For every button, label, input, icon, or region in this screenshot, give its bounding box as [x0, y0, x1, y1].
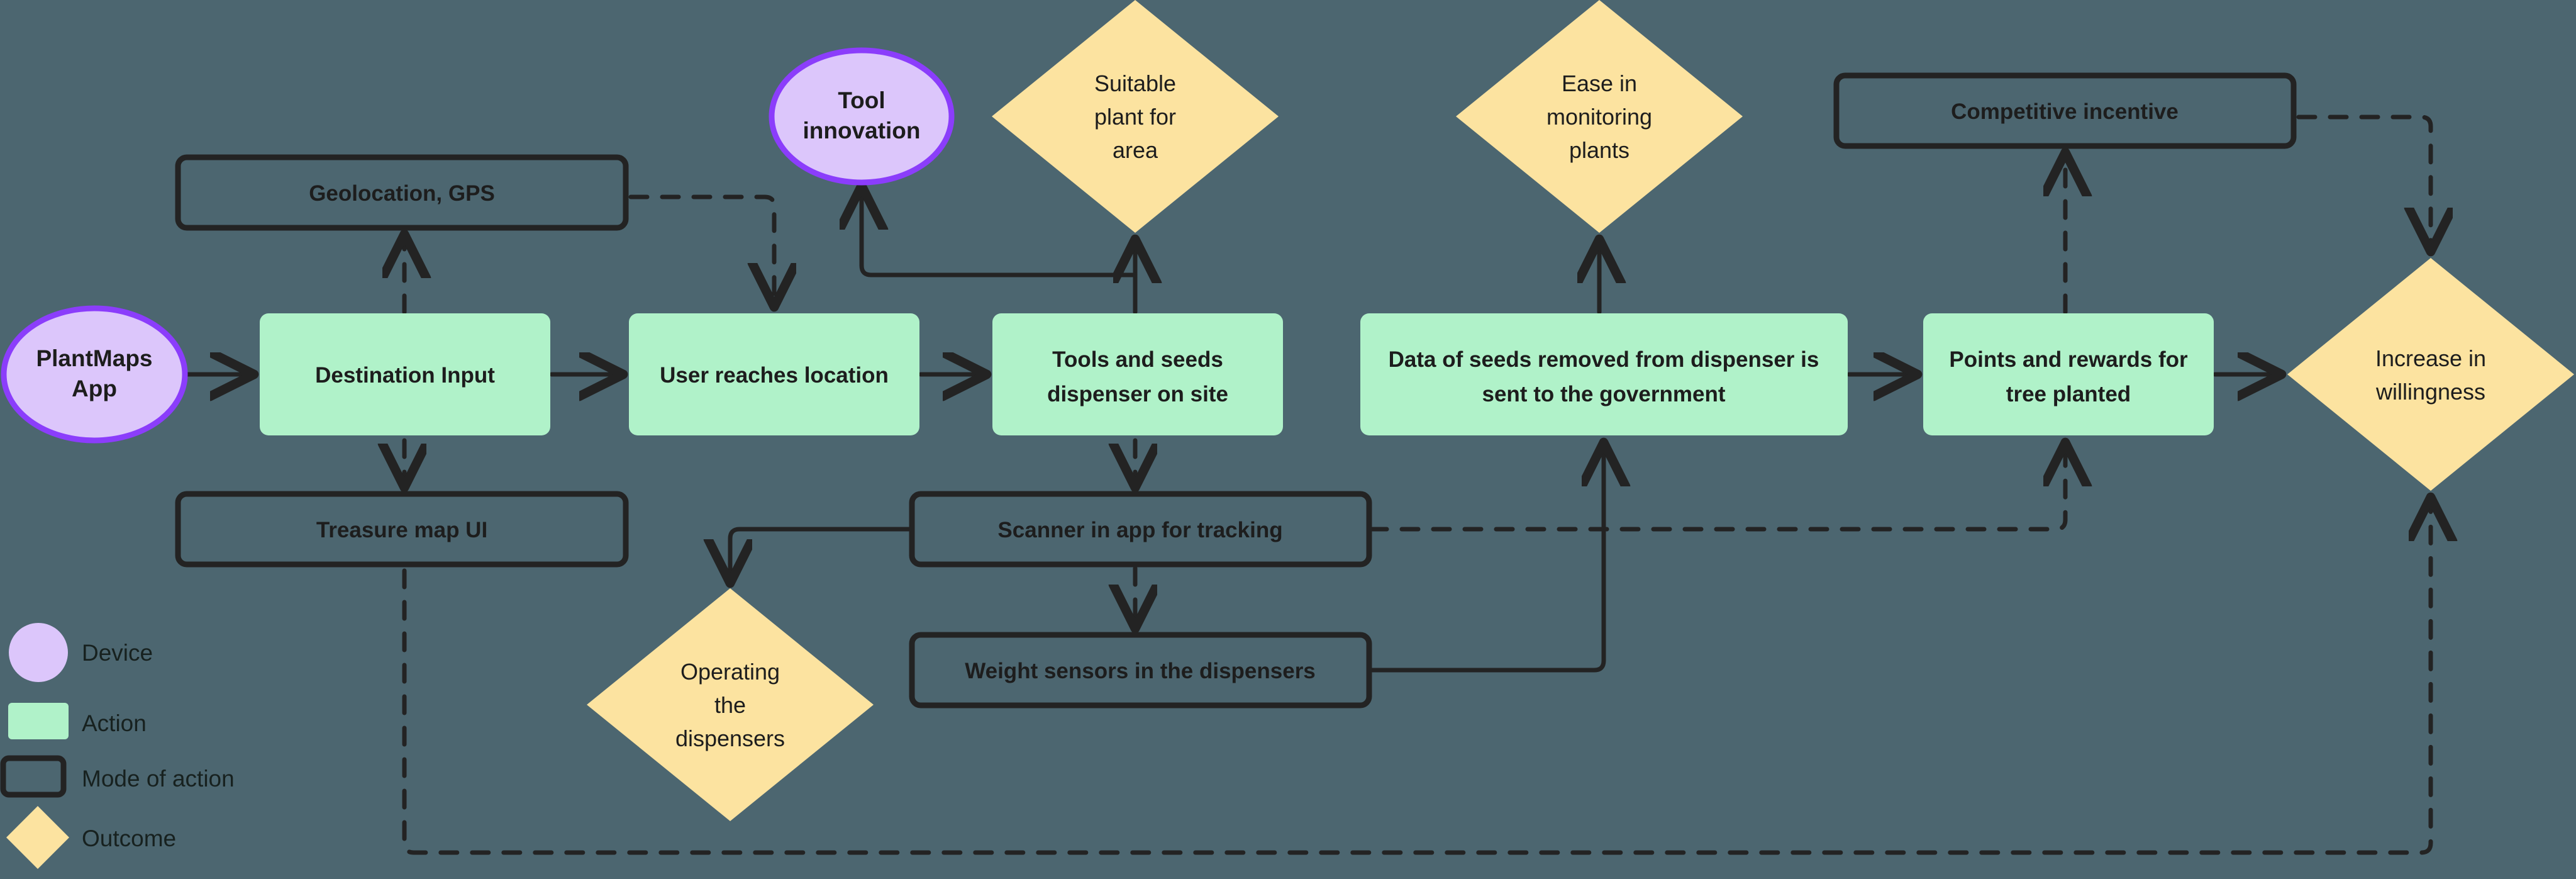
mode-rect — [909, 491, 1372, 568]
node-label-line: area — [1113, 137, 1158, 163]
node-label-line: Scanner in app for tracking — [997, 518, 1282, 542]
edge-treasure-to-willingness — [402, 497, 2431, 855]
node-ease-in-monitoring-plants[interactable]: Ease in monitoring plants — [1456, 0, 1743, 233]
node-suitable-plant-for-area[interactable]: Suitable plant for area — [992, 0, 1279, 233]
mode-rect — [175, 154, 629, 231]
node-treasure-map-ui[interactable]: Treasure map UI — [175, 491, 629, 568]
node-tool-innovation[interactable]: Tool innovation — [769, 47, 955, 186]
node-label-line: Destination Input — [315, 363, 495, 388]
node-label-line: plant for — [1094, 104, 1176, 130]
node-label-line: willingness — [2375, 379, 2485, 405]
node-label-line: Tools and seeds — [1052, 347, 1223, 372]
node-label-line: monitoring — [1546, 104, 1652, 130]
action-rect — [1923, 313, 2214, 435]
edge-geoloc-to-reaches — [628, 194, 774, 307]
node-label-line: the — [714, 692, 746, 718]
node-geolocation-gps[interactable]: Geolocation, GPS — [175, 154, 629, 231]
node-label-line: plants — [1569, 137, 1629, 163]
outcome-diamond — [587, 588, 874, 821]
node-competitive-incentive[interactable]: Competitive incentive — [1833, 72, 2297, 149]
edge-competitive-to-willingness — [2296, 115, 2431, 252]
legend-action-rect-icon — [8, 703, 69, 739]
device-ellipse — [769, 47, 955, 186]
edge-scanner-to-operating — [730, 527, 913, 583]
node-label-line: User reaches location — [660, 363, 889, 388]
node-label-line: sent to the government — [1482, 382, 1726, 406]
legend-label: Device — [82, 640, 153, 666]
legend: Device Action Mode of action Outcome — [0, 623, 235, 869]
node-label-line: tree planted — [2006, 382, 2131, 406]
node-tools-and-seeds-dispenser[interactable]: Tools and seeds dispenser on site — [992, 313, 1283, 435]
node-label-line: Treasure map UI — [316, 518, 487, 542]
action-rect — [992, 313, 1283, 435]
outcome-diamond — [992, 0, 1279, 233]
outcome-diamond — [1456, 0, 1743, 233]
node-label-line: Data of seeds removed from dispenser is — [1389, 347, 1819, 372]
outcome-diamond — [2287, 258, 2574, 491]
node-label-line: Competitive incentive — [1951, 99, 2179, 124]
edge-weight-to-govdata — [1368, 442, 1604, 673]
node-operating-the-dispensers[interactable]: Operating the dispensers — [587, 588, 874, 821]
mode-rect — [1833, 72, 2297, 149]
legend-item-action: Action — [8, 703, 147, 739]
legend-mode-rect-icon — [0, 755, 67, 798]
node-label-line: Points and rewards for — [1949, 347, 2188, 372]
legend-label: Mode of action — [82, 766, 235, 792]
node-scanner-in-app[interactable]: Scanner in app for tracking — [909, 491, 1372, 568]
legend-item-mode-of-action: Mode of action — [0, 755, 235, 798]
node-label-line: Geolocation, GPS — [309, 181, 495, 206]
legend-device-circle-icon — [9, 623, 68, 682]
legend-item-device: Device — [9, 623, 153, 682]
legend-item-outcome: Outcome — [6, 806, 176, 869]
edge-scanner-to-points — [1368, 442, 2065, 532]
node-label-line: Operating — [680, 659, 780, 685]
node-weight-sensors[interactable]: Weight sensors in the dispensers — [909, 632, 1372, 708]
node-label-line: PlantMaps — [36, 345, 152, 371]
node-government-data[interactable]: Data of seeds removed from dispenser is … — [1360, 313, 1848, 435]
node-increase-in-willingness[interactable]: Increase in willingness — [2287, 258, 2574, 491]
action-rect — [1360, 313, 1848, 435]
node-label-line: Tool — [838, 87, 885, 113]
legend-outcome-diamond-icon — [6, 806, 69, 869]
node-destination-input[interactable]: Destination Input — [260, 313, 550, 435]
legend-label: Outcome — [82, 826, 176, 851]
node-label-line: innovation — [802, 118, 920, 143]
node-points-and-rewards[interactable]: Points and rewards for tree planted — [1923, 313, 2214, 435]
mode-rect — [909, 632, 1372, 708]
edge-dispenser-to-tool-innovation — [862, 186, 1138, 279]
node-label-line: Suitable — [1094, 70, 1176, 96]
node-label-line: dispenser on site — [1047, 382, 1228, 406]
mode-rect — [175, 491, 629, 568]
node-label-line: dispensers — [675, 725, 785, 751]
action-rect — [260, 313, 550, 435]
node-label-line: Increase in — [2375, 345, 2486, 371]
action-rect — [629, 313, 919, 435]
node-label-line: App — [72, 376, 117, 401]
node-label-line: Weight sensors in the dispensers — [965, 659, 1316, 683]
node-user-reaches-location[interactable]: User reaches location — [629, 313, 919, 435]
node-label-line: Ease in — [1562, 70, 1637, 96]
legend-label: Action — [82, 710, 147, 736]
node-plantmaps-app[interactable]: PlantMaps App — [1, 305, 188, 444]
device-ellipse — [1, 305, 188, 444]
